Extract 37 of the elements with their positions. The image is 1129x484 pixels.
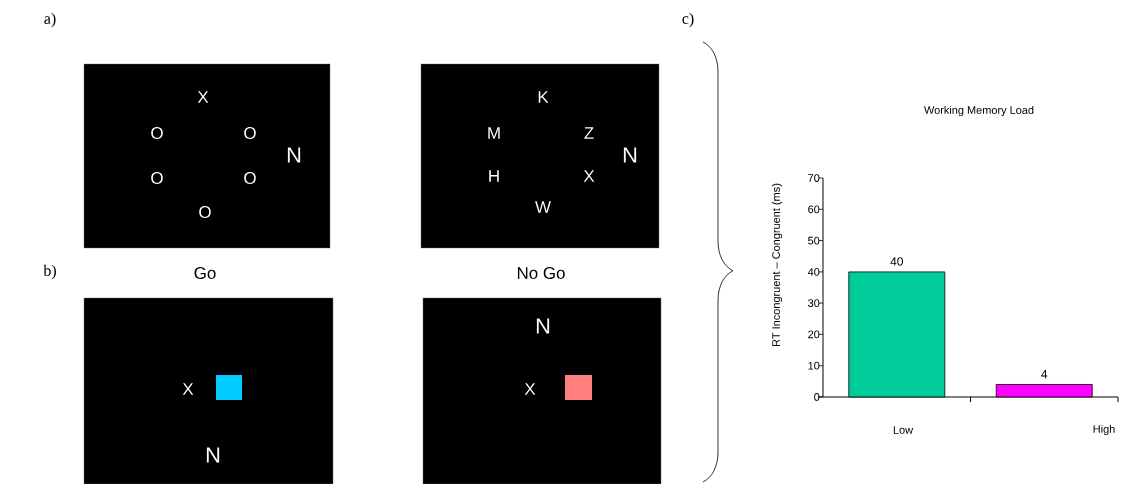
tick-label: 50 <box>808 236 820 245</box>
tick-label: 40 <box>807 268 820 276</box>
value-label: 4 <box>1041 370 1048 379</box>
condition-label: No Go <box>517 267 565 279</box>
stimulus-letter: M <box>488 127 500 139</box>
condition-label: Go <box>194 267 216 279</box>
stimulus-letter: O <box>199 206 211 218</box>
tick-label: 20 <box>808 330 820 339</box>
stimulus-letter: X <box>524 383 536 395</box>
stimulus-letter: W <box>535 201 551 213</box>
tick-label: 0 <box>814 393 820 401</box>
stimulus-letter: N <box>623 147 637 163</box>
stimulus-letter: K <box>538 91 549 103</box>
tick-label: 10 <box>808 361 820 370</box>
stimulus-letter: H <box>489 170 499 182</box>
stimulus-letter: O <box>151 172 163 184</box>
panel-label: a) <box>44 12 56 28</box>
panel-label: b) <box>43 264 56 280</box>
stimulus-letter: O <box>244 172 256 184</box>
tick-label: 70 <box>808 174 820 182</box>
tick-label: 60 <box>808 205 820 214</box>
stimulus-letter: Z <box>584 127 594 139</box>
category-label: Low <box>893 426 914 434</box>
stimulus-letter: N <box>206 447 220 463</box>
stimulus-letter: X <box>182 383 194 395</box>
category-label: High <box>1093 424 1115 436</box>
value-label: 40 <box>890 257 903 266</box>
stimulus-letter: N <box>287 147 301 163</box>
panel-label: c) <box>682 12 694 28</box>
stimulus-letter: N <box>536 318 550 334</box>
stimulus-letter: O <box>151 127 163 139</box>
stimulus-letter: X <box>583 170 595 182</box>
tick-label: 30 <box>808 299 820 307</box>
stimulus-letter: X <box>197 91 209 103</box>
axis-title: RT Incongruent – Congruent (ms) <box>771 183 783 346</box>
stimulus-letter: O <box>244 127 256 139</box>
chart-title: Working Memory Load <box>924 105 1034 117</box>
